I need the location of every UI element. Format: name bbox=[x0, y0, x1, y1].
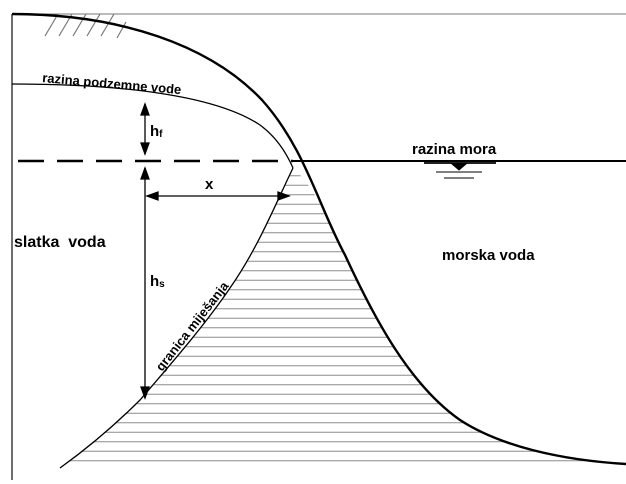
hs-label: hs bbox=[150, 273, 165, 290]
hf-subscript: f bbox=[159, 129, 163, 140]
fresh-water-label: slatka voda bbox=[14, 234, 106, 251]
x-label: x bbox=[205, 176, 214, 193]
x-dimension bbox=[145, 191, 291, 201]
groundwater-level-label: razina podzemne vode bbox=[42, 70, 182, 97]
hs-dimension bbox=[140, 166, 150, 400]
groundwater-level-line bbox=[11, 83, 294, 169]
hf-main: h bbox=[150, 123, 159, 140]
hs-subscript: s bbox=[159, 279, 165, 290]
hs-main: h bbox=[150, 273, 159, 290]
water-level-marker-icon bbox=[424, 162, 496, 179]
sea-level-label: razina mora bbox=[412, 141, 497, 158]
mixing-boundary-line bbox=[59, 167, 294, 469]
ground-hatching-icon bbox=[44, 13, 127, 39]
saltwater-wedge-hatch bbox=[60, 168, 626, 468]
hf-dimension bbox=[140, 102, 150, 156]
ground-surface-line bbox=[11, 12, 626, 466]
hf-label: hf bbox=[150, 123, 163, 140]
sea-water-label: morska voda bbox=[442, 247, 535, 264]
